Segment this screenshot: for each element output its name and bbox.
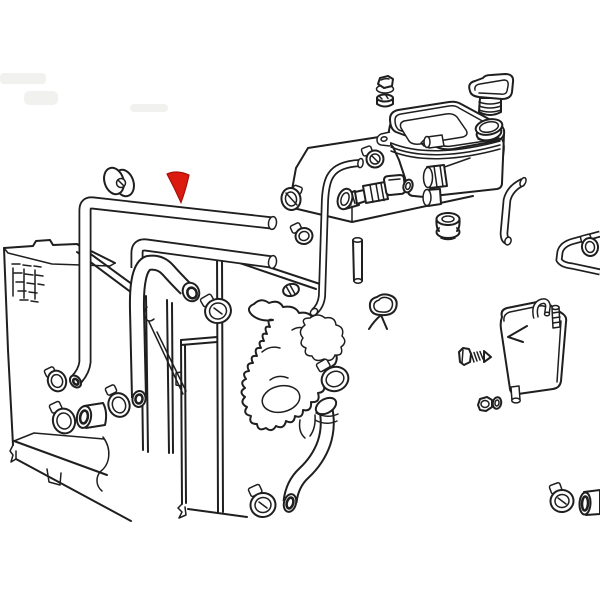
expansion-tank — [376, 100, 506, 207]
coolant-level-sensor — [336, 174, 414, 211]
overflow-hook-tube — [532, 298, 551, 319]
hose-stub-right — [578, 489, 600, 516]
thermostat-housing — [240, 299, 346, 439]
filler-neck — [474, 118, 504, 142]
overflow-drain-tube — [510, 385, 521, 404]
vent-hose-clamp — [360, 145, 385, 169]
flow-direction-mark — [507, 325, 528, 343]
rubber-pad — [282, 282, 300, 298]
rubber-mount-grommet — [435, 212, 461, 241]
straight-hose-piece — [352, 237, 363, 284]
side-vent-hose — [499, 176, 527, 246]
mounting-screw — [458, 347, 492, 366]
vent-hose — [309, 157, 364, 317]
connector-pipe-stub — [75, 402, 108, 429]
overflow-tank — [499, 298, 568, 404]
lower-hose-clamp-top — [315, 358, 350, 393]
expansion-tank-cap — [468, 73, 515, 116]
highlight-arrow — [166, 171, 190, 205]
end-on-hose-clamp — [280, 184, 303, 211]
stub-clamp — [104, 384, 131, 418]
radiator — [3, 239, 149, 522]
heater-feed-hose — [130, 238, 278, 270]
radiator-outlet-clamp — [48, 400, 77, 435]
stub-clamp-right — [548, 482, 575, 514]
upper-radiator-hose-clamp — [199, 293, 232, 325]
hex-nut — [375, 75, 395, 94]
lower-radiator-hose — [282, 396, 339, 513]
red-arrow-icon — [166, 171, 190, 205]
heater-pipe-zigzag — [555, 230, 600, 276]
tank-mounting-tab — [376, 131, 391, 147]
small-washer — [491, 396, 503, 410]
spacer-bushing — [376, 93, 394, 108]
scan-artifacts — [0, 73, 168, 112]
overflow-nipple — [551, 304, 561, 329]
small-hex-nut — [477, 396, 493, 412]
heater-pipe-clamp — [579, 233, 600, 257]
radiator-core-fins — [11, 263, 45, 303]
heater-return-hose-end-clamp — [43, 366, 68, 393]
upper-radiator-hose — [128, 254, 201, 408]
heater-return-hose — [68, 196, 278, 389]
spring-clip — [368, 293, 398, 330]
heater-hose-clamp — [103, 166, 135, 198]
lower-hose-clamp-bottom — [247, 483, 277, 519]
small-hose-clamp — [289, 222, 314, 246]
